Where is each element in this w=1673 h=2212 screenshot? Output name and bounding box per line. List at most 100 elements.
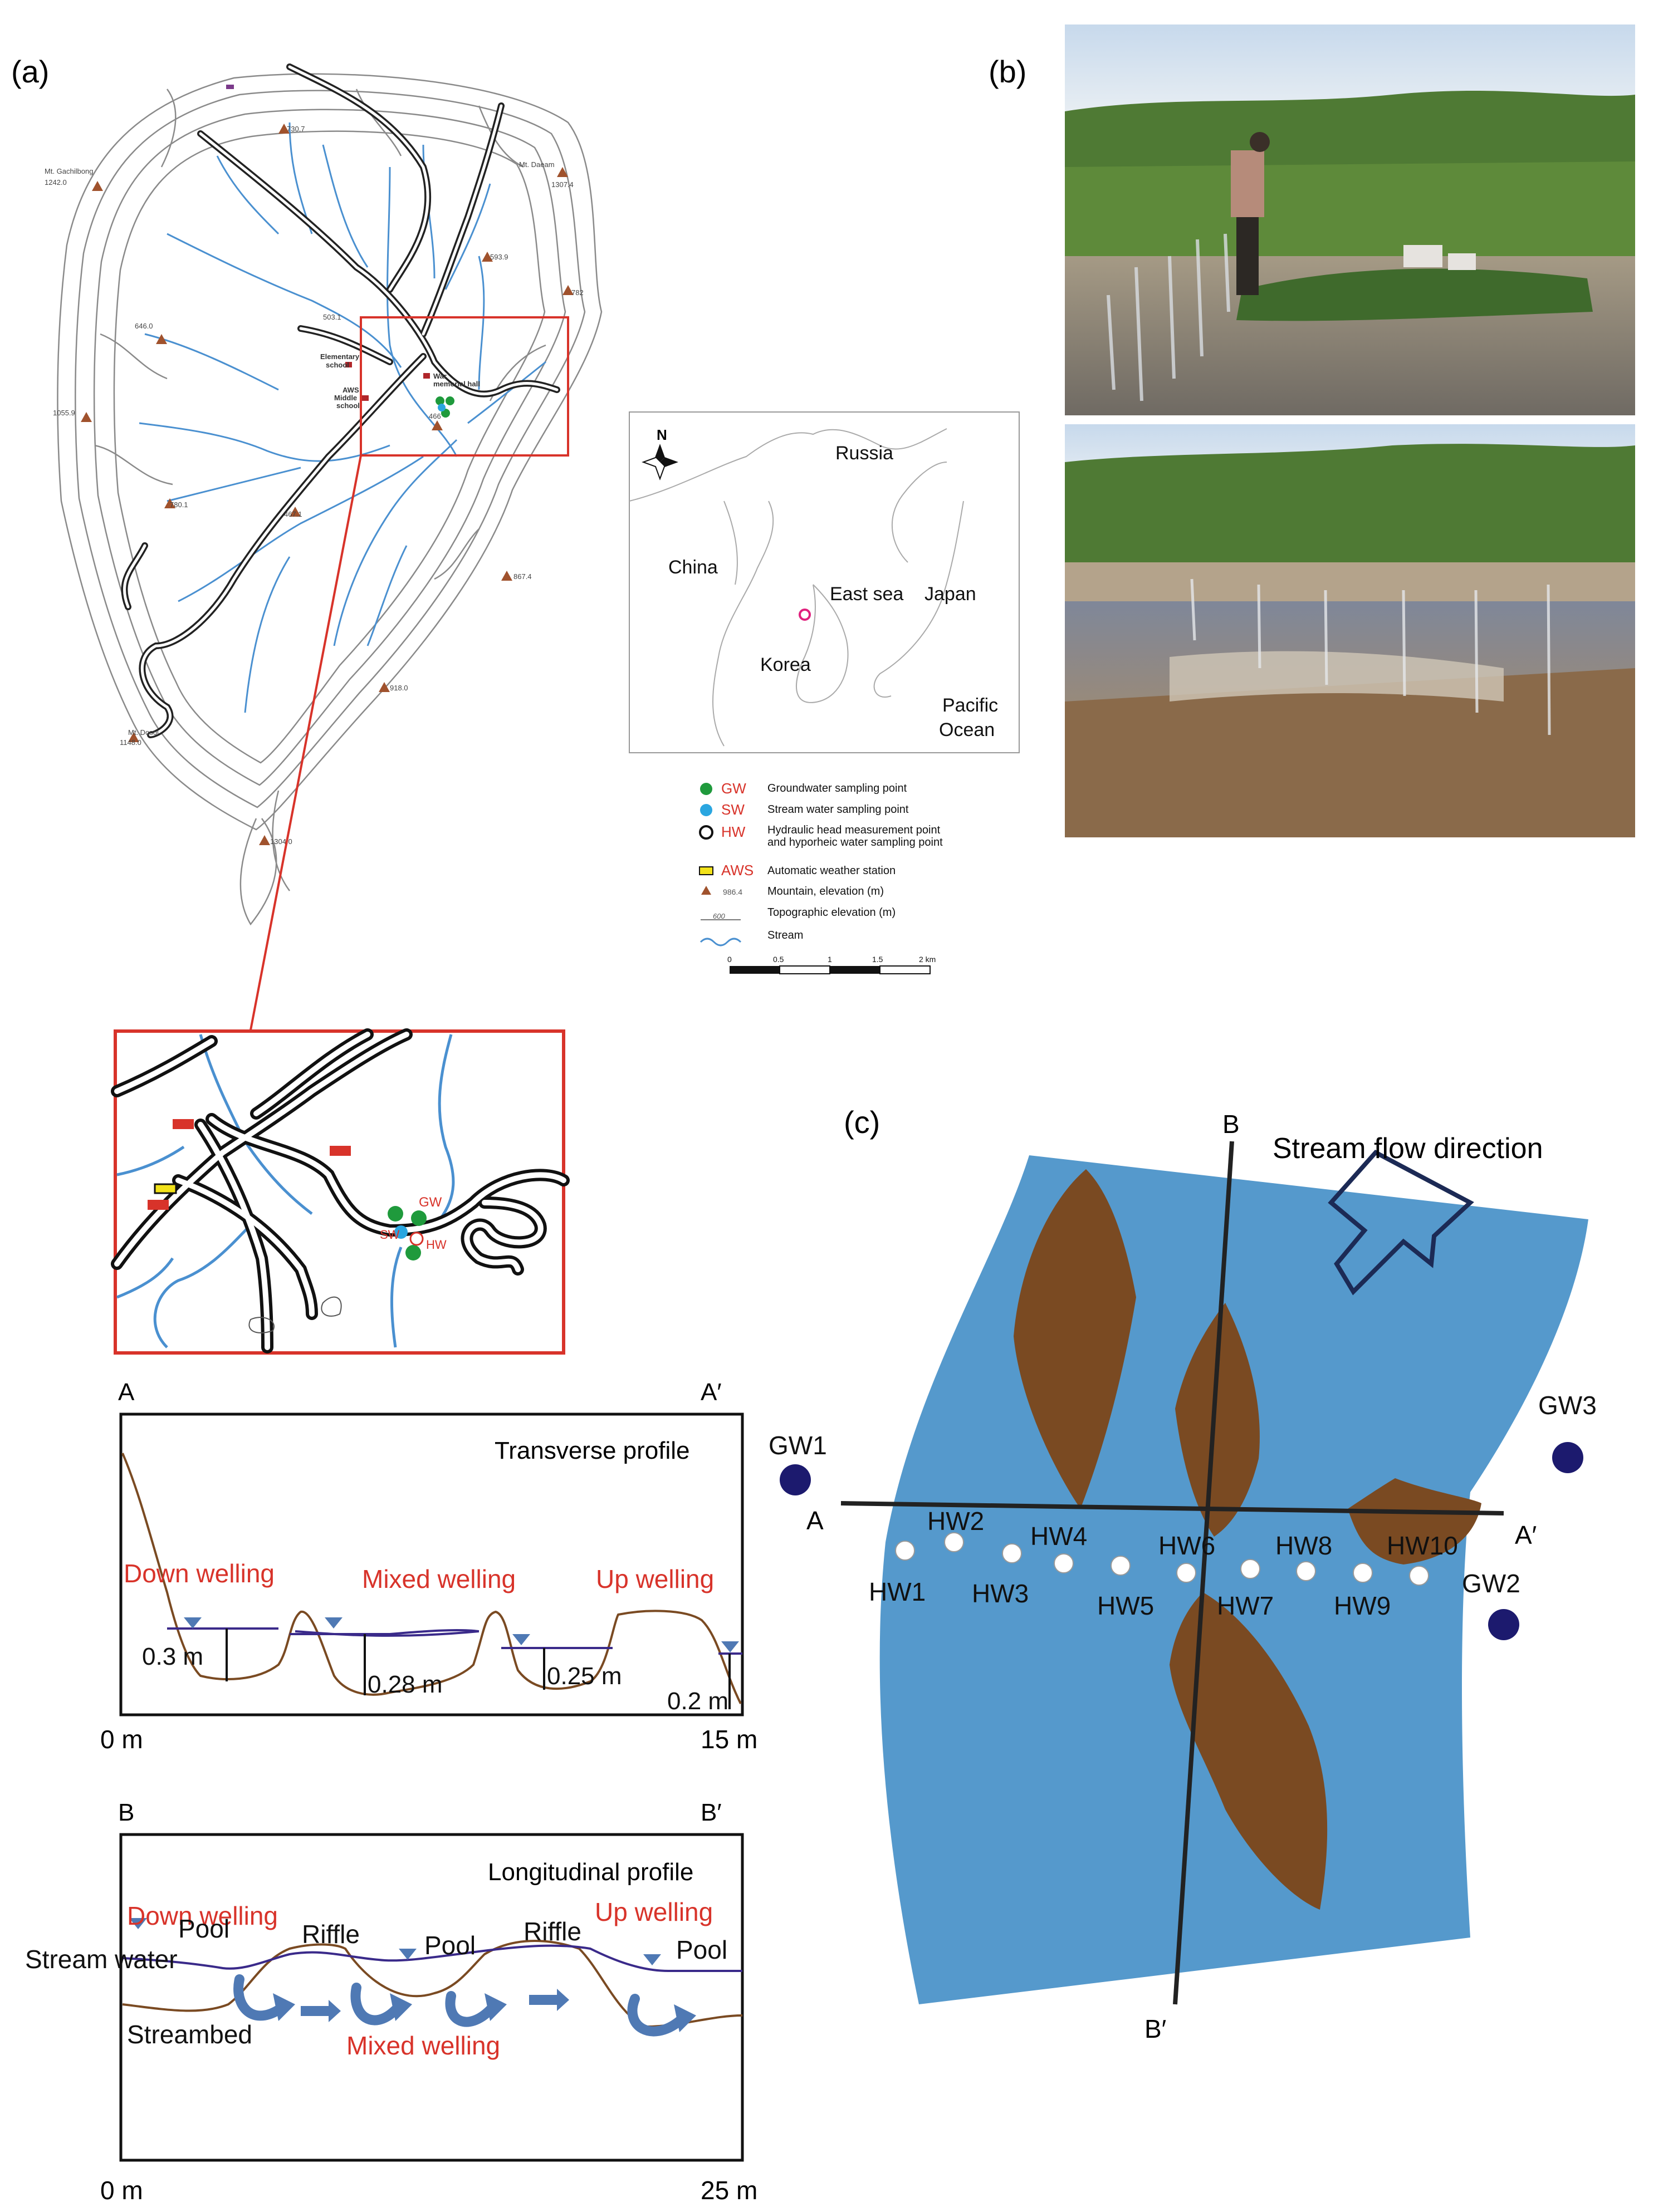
hw3-label: HW3 [972, 1579, 1029, 1608]
legend-contour-sample: 600 [713, 912, 725, 920]
field-photo-top [1065, 24, 1635, 415]
transverse-depth-2: 0.28 m [368, 1671, 443, 1698]
sediment-bar [1348, 1478, 1481, 1564]
zoom-connector [250, 455, 362, 1031]
side-stream-water: Stream water [25, 1945, 178, 1974]
country-japan: Japan [924, 583, 976, 605]
gw3-label: GW3 [1538, 1391, 1597, 1420]
longitudinal-title: Longitudinal profile [488, 1858, 693, 1886]
elev-2: 593.9 [490, 253, 508, 261]
legend-hw-text-2: and hyporheic water sampling point [767, 836, 943, 848]
building-marker [173, 1119, 194, 1129]
peak-elev-3: 1148.0 [120, 738, 141, 747]
site-layout: Stream flow direction B B′ A A′ GW1 GW2 … [769, 1110, 1597, 2043]
legend-stream-text: Stream [767, 929, 803, 941]
feature-pool-2: Pool [424, 1931, 476, 1960]
hw9-label: HW9 [1334, 1591, 1391, 1620]
aws-station-marker [154, 1183, 177, 1194]
transverse-depth-1: 0.3 m [142, 1643, 203, 1670]
sw-marker [394, 1225, 408, 1239]
hw-point [1240, 1559, 1260, 1579]
gw-well-marker [1488, 1609, 1519, 1640]
hw1-label: HW1 [869, 1577, 926, 1606]
longitudinal-zone-up: Up welling [595, 1897, 713, 1926]
road-network [121, 63, 560, 738]
flow-arrow-icon [1328, 1149, 1474, 1296]
country-china: China [668, 557, 718, 578]
legend-sw-text: Stream water sampling point [767, 803, 909, 816]
peak-name-2: Mt. Daeam [519, 160, 555, 169]
gw-marker [388, 1206, 403, 1222]
legend-hw-code: HW [721, 823, 746, 840]
gw1-label: GW1 [769, 1431, 827, 1460]
elev-9: 867.4 [513, 572, 532, 581]
legend-aws-text: Automatic weather station [767, 865, 896, 877]
longitudinal-axis-max: 25 m [701, 2176, 757, 2205]
country-korea: Korea [760, 654, 811, 675]
north-label: N [657, 426, 667, 443]
section-a-label: A [806, 1506, 824, 1535]
place-markers: Elementary school War memorial hall AWS … [226, 85, 480, 410]
building-marker [330, 1146, 351, 1156]
panel-a-label: (a) [11, 54, 49, 89]
svg-text:school: school [336, 401, 360, 410]
elev-1: 730.7 [287, 125, 305, 133]
svg-text:memorial hall: memorial hall [433, 380, 480, 388]
peak-markers [81, 124, 574, 845]
transverse-start-label: A [118, 1379, 135, 1406]
gw-well-marker [780, 1464, 811, 1495]
zoom-label-hw: HW [426, 1238, 447, 1252]
longitudinal-axis-min: 0 m [100, 2176, 143, 2205]
panel-b-label: (b) [989, 54, 1026, 89]
gw-well-marker [1552, 1442, 1583, 1473]
scale-tick-3: 1.5 [872, 955, 883, 964]
longitudinal-zone-mixed: Mixed welling [346, 2031, 500, 2060]
section-a-prime-label: A′ [1515, 1521, 1537, 1549]
transverse-title: Transverse profile [495, 1437, 690, 1464]
scale-tick-0: 0 [727, 955, 732, 964]
feature-riffle-1: Riffle [302, 1920, 360, 1949]
gw2-label: GW2 [1462, 1569, 1520, 1598]
hw8-label: HW8 [1275, 1531, 1332, 1560]
elev-8: 467.1 [284, 510, 302, 518]
sediment-bar [1175, 1303, 1260, 1537]
transverse-zone-up: Up welling [596, 1564, 714, 1593]
field-photo-bottom [1065, 424, 1635, 837]
gw-marker [405, 1245, 421, 1261]
section-line-bb [1173, 1141, 1234, 2005]
hw10-label: HW10 [1387, 1531, 1458, 1560]
zoom-label-gw: GW [419, 1195, 442, 1210]
elev-10: 918.0 [390, 684, 408, 692]
yellow-rect-icon [699, 866, 713, 875]
scale-bar: 0 0.5 1 1.5 2 km [727, 955, 936, 974]
transverse-end-label: A′ [701, 1379, 722, 1406]
place-aws: AWS [343, 386, 359, 394]
gw-marker [411, 1210, 427, 1226]
transverse-axis-min: 0 m [100, 1725, 143, 1754]
svg-text:school: school [326, 361, 349, 369]
open-circle-icon [699, 825, 713, 840]
legend-sw-code: SW [721, 801, 745, 818]
hw-point [1002, 1543, 1022, 1563]
hw-point [1054, 1553, 1074, 1573]
legend-mountain-sample: 986.4 [723, 887, 742, 896]
zoomed-map: GW SW HW [111, 1028, 570, 1355]
sea-east: East sea [830, 583, 903, 605]
flow-direction-label: Stream flow direction [1273, 1132, 1543, 1165]
site-points-small [436, 396, 454, 418]
scale-tick-2: 1 [828, 955, 832, 964]
sediment-bar [1014, 1169, 1136, 1509]
hw6-label: HW6 [1158, 1531, 1215, 1560]
zoom-label-sw: SW [380, 1228, 400, 1242]
place-elementary: Elementary [320, 352, 360, 361]
transverse-axis-max: 15 m [701, 1725, 757, 1754]
section-line-aa [840, 1501, 1504, 1515]
hw-point [1111, 1556, 1131, 1576]
side-streambed: Streambed [127, 2020, 252, 2049]
green-dot-icon [700, 783, 712, 795]
longitudinal-profile: B B′ Longitudinal profile Down well [25, 1799, 757, 2205]
peak-labels: Mt. Gachilbong 1242.0 Mt. Daeam 1307.4 M… [45, 125, 584, 846]
contour-lines [57, 73, 603, 926]
country-russia: Russia [835, 443, 893, 464]
